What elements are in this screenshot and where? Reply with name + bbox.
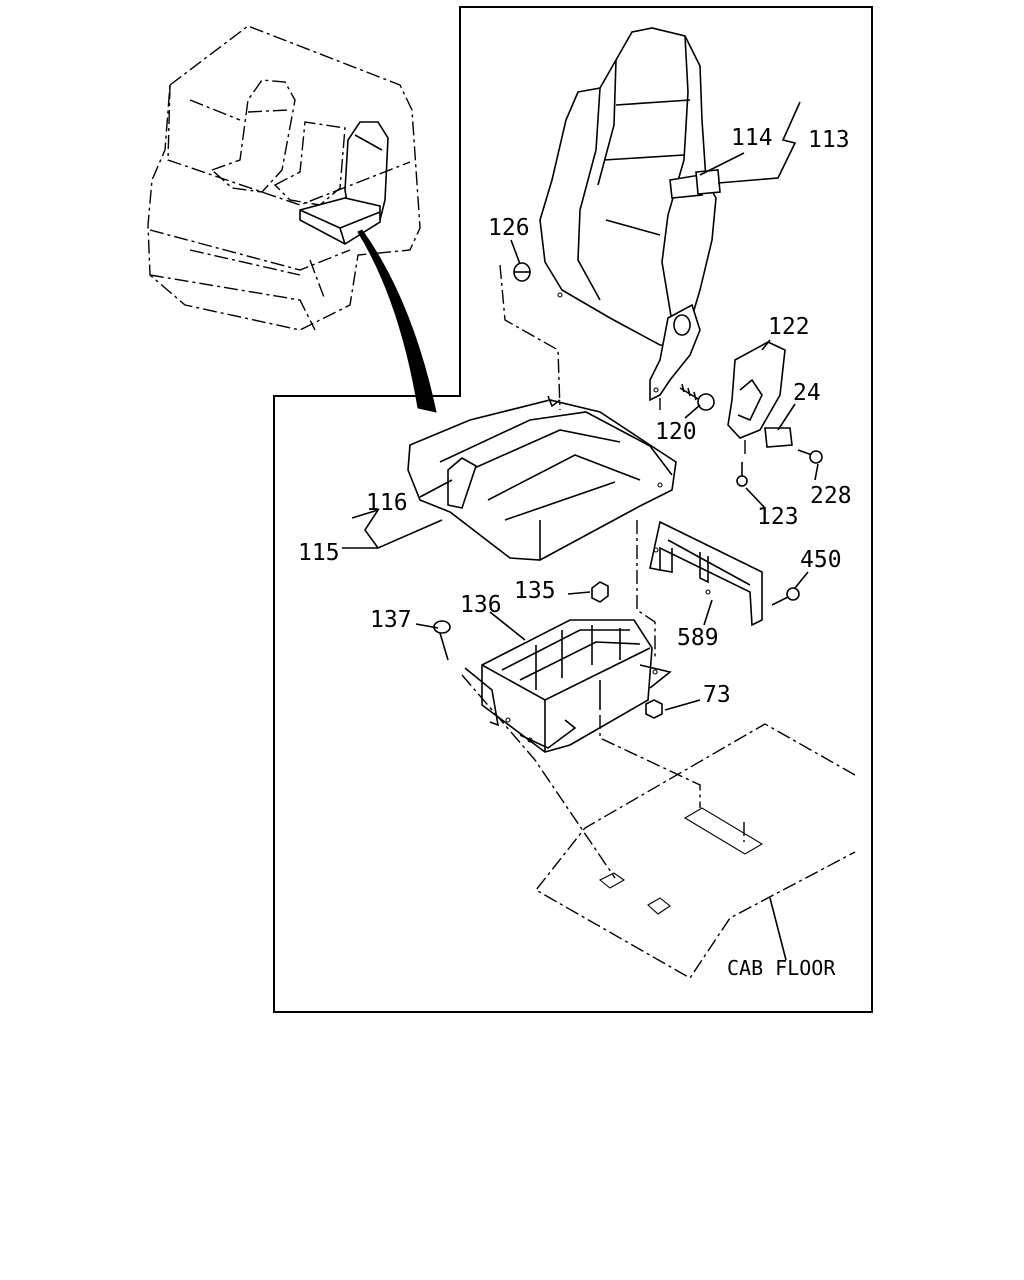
label-116: 116 (366, 490, 408, 516)
label-137: 137 (370, 607, 412, 633)
label-135: 135 (514, 578, 556, 604)
label-cab-floor: CAB FLOOR (727, 956, 836, 980)
assembly-lines (461, 264, 746, 879)
label-114: 114 (731, 125, 773, 151)
part-228-screw (797, 449, 823, 464)
label-73: 73 (703, 682, 731, 708)
seat-base-frame (464, 619, 672, 753)
label-450: 450 (800, 547, 842, 573)
leader-lines (342, 101, 819, 961)
label-113: 113 (808, 127, 850, 153)
label-136: 136 (460, 592, 502, 618)
label-120: 120 (655, 419, 697, 445)
part-123-screw (736, 462, 748, 487)
label-122: 122 (768, 314, 810, 340)
label-24: 24 (793, 380, 821, 406)
seat-cushion (407, 395, 677, 561)
part-450-bolt (771, 587, 800, 606)
label-126: 126 (488, 215, 530, 241)
label-589: 589 (677, 625, 719, 651)
cab-inset-illustration (147, 25, 421, 331)
label-228: 228 (810, 483, 852, 509)
part-135-nut (591, 581, 609, 603)
inset-pointer-arrow (357, 229, 437, 413)
part-24-clip (764, 427, 793, 448)
part-137-bolt (433, 620, 451, 661)
diagram-frame (273, 6, 873, 1013)
label-123: 123 (757, 504, 799, 530)
label-115: 115 (298, 540, 340, 566)
side-cover (727, 341, 786, 439)
part-126-cap (513, 262, 531, 282)
part-73-nut (645, 699, 663, 719)
side-bracket (649, 520, 763, 627)
seat-back (539, 27, 721, 402)
cab-floor-outline (534, 723, 856, 979)
part-120-bolt (679, 383, 715, 411)
